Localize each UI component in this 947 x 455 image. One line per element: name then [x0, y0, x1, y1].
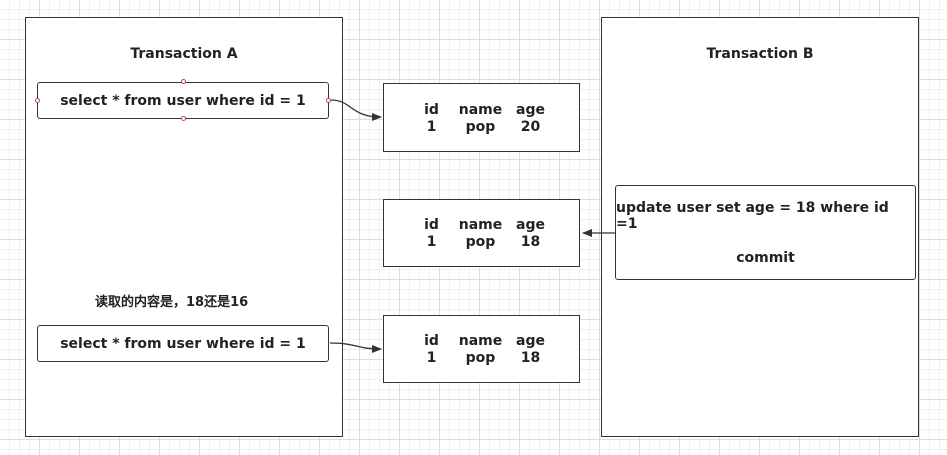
cell-id: 1	[426, 350, 437, 366]
col-name-header: name	[458, 102, 503, 118]
update-statement: update user set age = 18 where id =1	[616, 199, 889, 232]
col-age-header: age	[516, 333, 545, 349]
commit-statement: commit	[736, 249, 795, 266]
arrow-query1-to-result1	[330, 99, 382, 121]
cell-age: 18	[520, 350, 541, 366]
arrow-query2-to-result3	[329, 342, 382, 353]
selection-handle-bottom[interactable]	[181, 116, 186, 121]
query-2-text: select * from user where id = 1	[60, 335, 306, 352]
result-1-header: id name age	[384, 102, 579, 119]
transaction-b-update-block[interactable]: update user set age = 18 where id =1 com…	[615, 185, 916, 280]
result-2-header: id name age	[384, 217, 579, 234]
col-id-header: id	[424, 102, 439, 118]
cell-name: pop	[465, 350, 496, 366]
query-1-text: select * from user where id = 1	[60, 92, 306, 109]
result-table-3[interactable]: id name age 1 pop 18	[383, 315, 580, 383]
cell-id: 1	[426, 234, 437, 250]
col-id-header: id	[424, 217, 439, 233]
selection-handle-left[interactable]	[35, 98, 40, 103]
transaction-a-query-1[interactable]: select * from user where id = 1	[37, 82, 329, 119]
result-2-row: 1 pop 18	[384, 234, 579, 251]
col-name-header: name	[458, 333, 503, 349]
col-age-header: age	[516, 102, 545, 118]
transaction-a-query-2[interactable]: select * from user where id = 1	[37, 325, 329, 362]
result-3-row: 1 pop 18	[384, 350, 579, 367]
transaction-a-note: 读取的内容是，18还是16	[95, 295, 249, 310]
cell-age: 20	[520, 119, 541, 135]
selection-handle-right[interactable]	[326, 98, 331, 103]
cell-id: 1	[426, 119, 437, 135]
result-3-header: id name age	[384, 333, 579, 350]
transaction-a-title: Transaction A	[130, 46, 238, 62]
result-table-1[interactable]: id name age 1 pop 20	[383, 83, 580, 152]
col-name-header: name	[458, 217, 503, 233]
result-1-row: 1 pop 20	[384, 119, 579, 136]
selection-handle-top[interactable]	[181, 79, 186, 84]
result-table-2[interactable]: id name age 1 pop 18	[383, 199, 580, 267]
col-age-header: age	[516, 217, 545, 233]
col-id-header: id	[424, 333, 439, 349]
cell-name: pop	[465, 234, 496, 250]
transaction-b-title: Transaction B	[706, 46, 814, 62]
cell-name: pop	[465, 119, 496, 135]
cell-age: 18	[520, 234, 541, 250]
